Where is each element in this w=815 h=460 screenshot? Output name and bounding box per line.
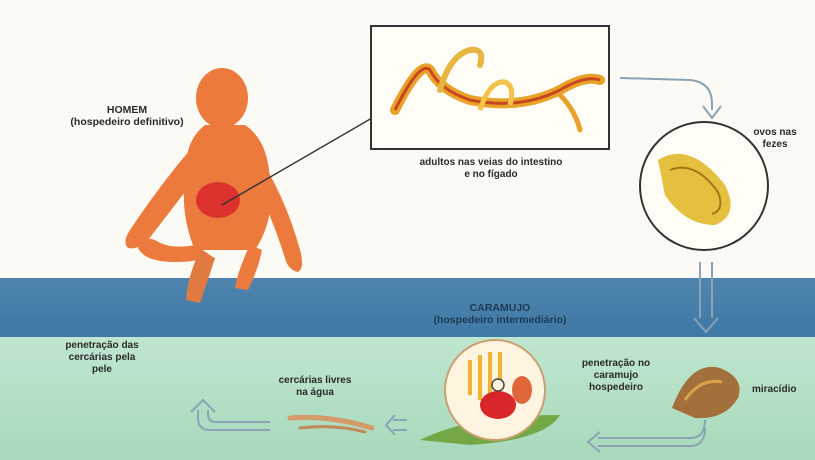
label-penetracao-pele: penetração das cercárias pela pele [42, 340, 162, 376]
cercarias-line1: cercárias livres [260, 375, 370, 387]
homem-title: HOMEM [52, 104, 202, 116]
label-miracidio: miracídio [752, 384, 814, 396]
cercariae [290, 417, 372, 432]
label-ovos: ovos nas fezes [735, 127, 815, 151]
label-penetracao-caramujo: penetração no caramujo hospedeiro [560, 358, 672, 394]
arrow-miracidium-to-snail [588, 420, 705, 452]
penetracao-pele-line2: cercárias pela [42, 352, 162, 364]
miracidio-text: miracídio [752, 384, 814, 396]
label-cercarias: cercárias livres na água [260, 375, 370, 399]
penetracao-caramujo-line1: penetração no [560, 358, 672, 370]
arrow-snail-to-cercariae [386, 415, 407, 435]
caramujo-subtitle: (hospedeiro intermediário) [400, 314, 600, 326]
label-caramujo: CARAMUJO (hospedeiro intermediário) [400, 302, 600, 326]
penetracao-caramujo-line3: hospedeiro [560, 382, 672, 394]
adultos-line2: e no fígado [372, 169, 610, 181]
label-homem: HOMEM (hospedeiro definitivo) [52, 104, 202, 128]
ovos-line1: ovos nas [735, 127, 815, 139]
cercarias-line2: na água [260, 387, 370, 399]
adult-worms-box [371, 26, 609, 149]
arrow-cercariae-to-human [191, 400, 270, 430]
snail [420, 340, 560, 445]
arrow-box-to-egg [620, 78, 721, 118]
miracidium [672, 367, 740, 418]
ovos-line2: fezes [735, 139, 815, 151]
penetracao-caramujo-line2: caramujo [560, 370, 672, 382]
penetracao-pele-line3: pele [42, 364, 162, 376]
penetracao-pele-line1: penetração das [42, 340, 162, 352]
caramujo-title: CARAMUJO [400, 302, 600, 314]
arrow-egg-down [694, 262, 718, 332]
adultos-line1: adultos nas veias do intestino [372, 157, 610, 169]
label-adultos: adultos nas veias do intestino e no fíga… [372, 157, 610, 181]
homem-subtitle: (hospedeiro definitivo) [52, 116, 202, 128]
